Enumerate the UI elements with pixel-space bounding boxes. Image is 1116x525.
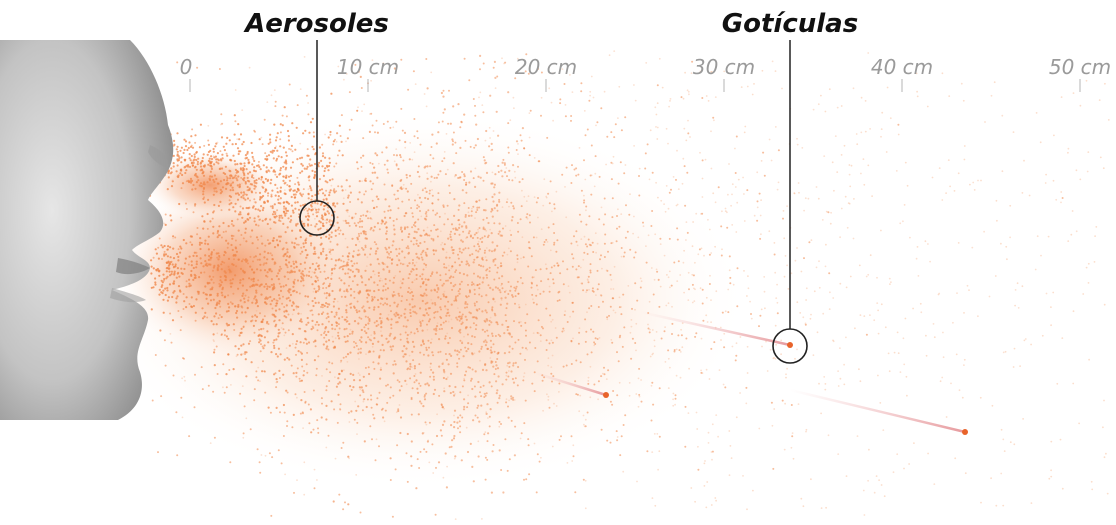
droplets-callout-circle — [772, 328, 808, 364]
droplet-trails — [534, 310, 966, 434]
droplets-label: Gotículas — [722, 9, 858, 39]
scale-tick-label: 30 cm — [693, 55, 755, 79]
droplets-callout: Gotículas — [722, 9, 858, 364]
scale-tick-label: 10 cm — [337, 55, 399, 79]
distance-scale: 0 10 cm 20 cm 30 cm 40 cm 50 cm — [180, 55, 1111, 92]
aerosols-callout: Aerosoles — [243, 9, 389, 236]
scale-tick-label: 40 cm — [871, 55, 933, 79]
droplet — [603, 392, 609, 398]
droplet — [787, 342, 793, 348]
droplets — [603, 342, 968, 435]
scale-tick-label: 20 cm — [515, 55, 577, 79]
aerosols-label: Aerosoles — [243, 9, 389, 39]
scale-tick-label: 50 cm — [1049, 55, 1111, 79]
scale-tick-label: 0 — [180, 55, 193, 79]
aerosol-cloud-glow — [90, 110, 750, 490]
aerosol-particles — [148, 50, 1110, 520]
face-profile — [0, 40, 174, 420]
aerosols-callout-circle — [299, 200, 335, 236]
droplet — [962, 429, 968, 435]
